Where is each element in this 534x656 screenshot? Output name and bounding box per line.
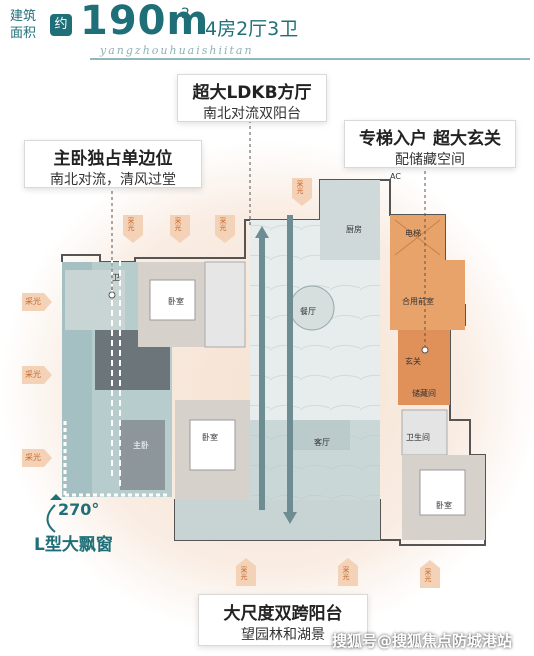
bath-2	[204, 261, 246, 348]
light-marker-bottom-3: 采光	[420, 560, 440, 588]
bathroom-3	[401, 409, 448, 456]
light-marker-bottom-2: 采光	[338, 558, 358, 586]
light-marker-text: 采光	[25, 297, 41, 306]
room-label-living: 客厅	[314, 438, 330, 447]
kitchen-area	[320, 180, 380, 260]
light-marker-text: 采光	[240, 566, 248, 580]
l-window-outline	[63, 420, 170, 497]
light-marker-text: 采光	[219, 217, 227, 231]
callout-master: 主卧独占单边位 南北对流，清风过堂	[24, 140, 202, 188]
light-marker-text: 采光	[296, 180, 304, 194]
bedroom-2-bed	[149, 279, 196, 321]
callout-master-title: 主卧独占单边位	[53, 149, 173, 169]
light-marker-text: 采光	[342, 566, 350, 580]
room-label-bedroom-3: 卧室	[202, 433, 218, 442]
area-label: 建筑 面积	[10, 8, 36, 42]
room-label-bedroom-4: 卧室	[436, 501, 452, 510]
light-marker-left-2: 采光	[22, 366, 52, 384]
room-label-storage: 储藏间	[412, 389, 436, 398]
light-marker-text: 采光	[424, 568, 432, 582]
room-label-kitchen: 厨房	[346, 225, 362, 234]
room-label-bedroom-2: 卧室	[168, 297, 184, 306]
area-superscript: 2	[181, 6, 190, 22]
south-balcony	[175, 500, 380, 540]
header-rule	[90, 58, 530, 60]
light-marker-text: 采光	[25, 370, 41, 379]
room-label-toilet: 卫	[112, 273, 120, 282]
airflow-arrow-master	[111, 260, 121, 490]
area-label-line2: 面积	[10, 26, 37, 41]
light-marker-left-3: 采光	[22, 449, 52, 467]
callout-entry-title: 专梯入户 超大玄关	[359, 129, 501, 149]
rotation-arrow	[46, 504, 56, 533]
area-number: 190m	[80, 0, 210, 44]
bedroom-4-bed	[419, 469, 466, 516]
light-marker-bottom-1: 采光	[236, 558, 256, 586]
room-label-lobby: 合用前室	[402, 297, 434, 306]
callout-ldkb-subtitle: 南北对流双阳台	[203, 106, 301, 122]
callout-ldkb: 超大LDKB方厅 南北对流双阳台	[177, 74, 327, 122]
area-label-line1: 建筑	[10, 9, 37, 24]
callout-balcony: 大尺度双跨阳台 望园林和湖景	[198, 594, 368, 646]
light-marker-top-4: 采光	[292, 178, 312, 206]
light-marker-left-1: 采光	[22, 293, 52, 311]
window-label: L型大飘窗	[34, 535, 113, 555]
elevator-x	[394, 219, 441, 256]
light-marker-text: 采光	[174, 217, 182, 231]
window-angle: 270°	[58, 500, 100, 519]
light-marker-top-1: 采光	[123, 215, 143, 243]
callout-entry-subtitle: 配储藏空间	[395, 152, 465, 168]
callout-balcony-subtitle: 望园林和湖景	[241, 627, 325, 643]
airflow-arrow-center-right	[283, 215, 297, 524]
light-marker-text: 采光	[25, 453, 41, 462]
room-label-bathroom: 卫生间	[406, 433, 430, 442]
light-marker-top-3: 采光	[215, 215, 235, 243]
layout-text: 4房2厅3卫	[205, 18, 299, 40]
bedroom-3-bed	[189, 419, 236, 471]
room-label-foyer: 玄关	[405, 357, 421, 366]
master-bath	[65, 270, 125, 330]
callout-master-subtitle: 南北对流，清风过堂	[50, 172, 176, 188]
foyer-zone	[398, 330, 450, 405]
living-floor	[250, 420, 380, 500]
airflow-arrow-center-left	[255, 226, 269, 510]
callout-entry: 专梯入户 超大玄关 配储藏空间	[344, 120, 516, 168]
light-marker-top-2: 采光	[170, 215, 190, 243]
lobby-zone	[390, 260, 465, 330]
callout-ldkb-title: 超大LDKB方厅	[192, 83, 312, 103]
master-bed	[120, 420, 165, 490]
room-label-dining: 餐厅	[300, 307, 316, 316]
watermark: 搜狐号@搜狐焦点防城港站	[332, 632, 513, 650]
decorative-script: yangzhouhuaishiitan	[100, 44, 254, 57]
room-label-master: 主卧	[133, 441, 149, 450]
room-label-elevator: 电梯	[405, 229, 421, 238]
room-label-ac: AC	[390, 172, 401, 181]
callout-balcony-title: 大尺度双跨阳台	[223, 604, 343, 624]
light-marker-text: 采光	[127, 217, 135, 231]
approx-badge: 约	[50, 14, 72, 36]
